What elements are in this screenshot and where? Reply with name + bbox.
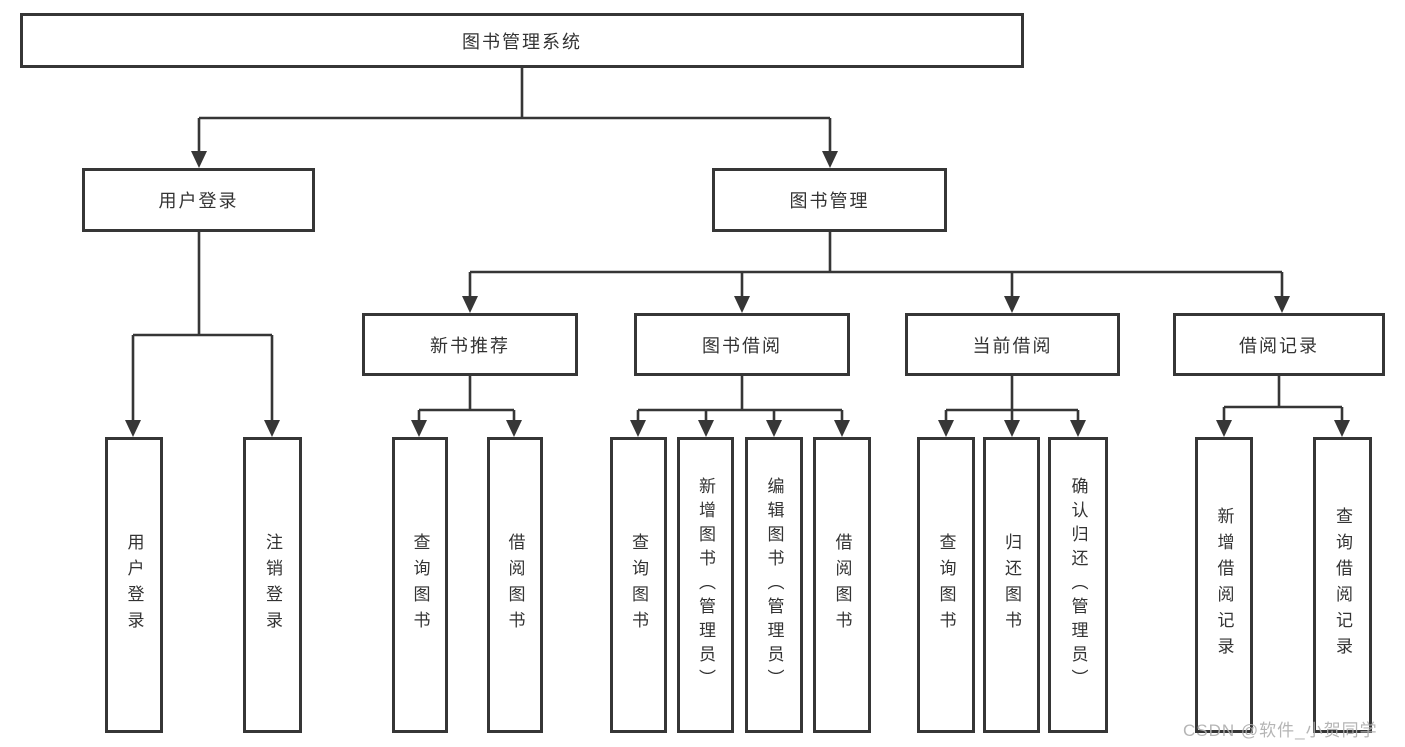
node-label: 归还图书 [1002, 533, 1021, 637]
node-user-login: 用户登录 [82, 168, 315, 232]
node-label: 查询图书 [936, 533, 956, 637]
node-borrow-borrow-books: 借阅图书 [813, 437, 871, 733]
node-records-query-record: 查询借阅记录 [1313, 437, 1372, 733]
node-current-query-books: 查询图书 [917, 437, 975, 733]
node-label: 确认归还（管理员） [1068, 477, 1088, 693]
node-label: 查询图书 [410, 533, 430, 637]
node-records-add-record: 新增借阅记录 [1195, 437, 1253, 733]
node-label: 查询借阅记录 [1333, 507, 1352, 663]
node-label: 用户登录 [124, 533, 144, 637]
node-recommend-query-books: 查询图书 [392, 437, 448, 733]
node-borrow-add-books-admin: 新增图书（管理员） [677, 437, 734, 733]
node-logout-leaf: 注销登录 [243, 437, 302, 733]
node-label: 编辑图书（管理员） [764, 477, 784, 693]
node-book-management: 图书管理 [712, 168, 947, 232]
node-label: 借阅图书 [505, 533, 525, 637]
node-label: 借阅图书 [832, 533, 852, 637]
node-book-borrowing: 图书借阅 [634, 313, 850, 376]
node-user-login-leaf: 用户登录 [105, 437, 163, 733]
node-label: 新增借阅记录 [1214, 507, 1234, 663]
node-recommend-borrow-books: 借阅图书 [487, 437, 543, 733]
node-library-system: 图书管理系统 [20, 13, 1024, 68]
csdn-watermark: CSDN @软件_小贺同学 [1183, 721, 1378, 740]
node-label: 查询图书 [629, 533, 648, 637]
node-current-borrowing: 当前借阅 [905, 313, 1120, 376]
node-borrow-edit-books-admin: 编辑图书（管理员） [745, 437, 803, 733]
node-label: 新增图书（管理员） [696, 477, 715, 693]
node-label: 注销登录 [263, 533, 282, 637]
node-borrowing-records: 借阅记录 [1173, 313, 1385, 376]
node-current-confirm-return-admin: 确认归还（管理员） [1048, 437, 1108, 733]
node-new-book-recommend: 新书推荐 [362, 313, 578, 376]
node-current-return-books: 归还图书 [983, 437, 1040, 733]
node-borrow-query-books: 查询图书 [610, 437, 667, 733]
